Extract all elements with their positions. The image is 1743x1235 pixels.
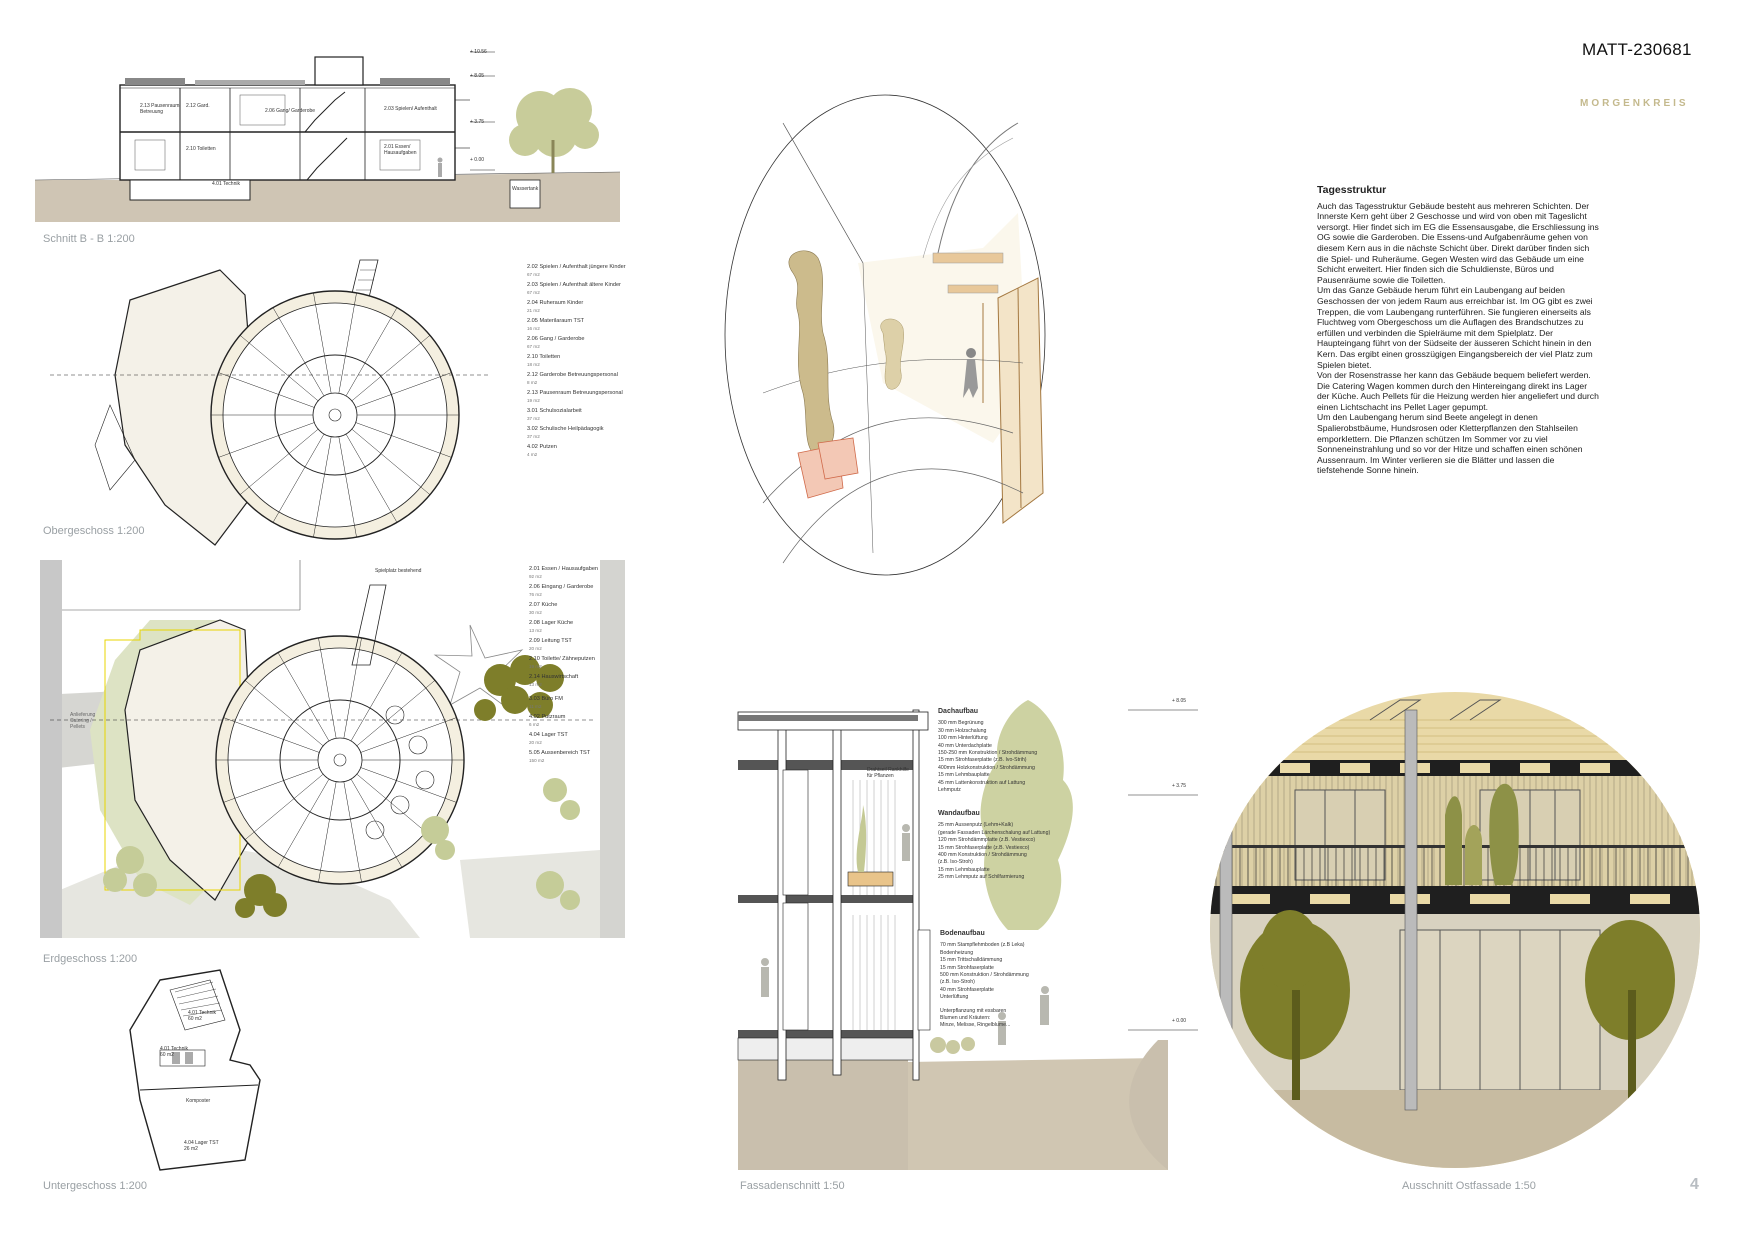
section-room-213: 2.13 Pausenraum Betreuung	[140, 103, 180, 115]
facade-level-eg: + 0.00	[1172, 1018, 1187, 1024]
paragraph-3: Von der Rosenstrasse her kann das Gebäud…	[1317, 370, 1599, 412]
section-room-401: 4.01 Technik	[212, 181, 240, 187]
paragraph-1: Auch das Tagesstruktur Gebäude besteht a…	[1317, 200, 1599, 285]
caption-upper-floor: Obergeschoss 1:200	[43, 525, 145, 537]
description-text: Tagesstruktur Auch das Tagesstruktur Geb…	[1317, 185, 1601, 476]
level-eg: + 0.00	[470, 157, 485, 163]
delivery-label: Anlieferung Catering / Pellets	[70, 712, 96, 730]
basement-compost: Komposter	[186, 1098, 211, 1104]
caption-east-facade: Ausschnitt Ostfassade 1:50	[1402, 1180, 1536, 1192]
roof-layers: Dachaufbau 300 mm Begrünung 30 mm Holzsc…	[938, 708, 1078, 794]
upper-floor-plan	[50, 259, 490, 546]
section-room-212: 2.12 Gard.	[186, 103, 210, 109]
roof-title: Dachaufbau	[938, 708, 979, 715]
level-roof: + 8.05	[470, 73, 485, 79]
playground-label: Spielplatz bestehend	[375, 568, 422, 574]
caption-basement: Untergeschoss 1:200	[43, 1180, 147, 1192]
paragraph-2: Um das Ganze Gebäude herum führt ein Lau…	[1317, 285, 1593, 370]
section-room-201: 2.01 Essen/ Hausaufgaben	[384, 144, 417, 156]
level-top: + 10.56	[470, 49, 487, 55]
caption-facade-section: Fassadenschnitt 1:50	[740, 1180, 845, 1192]
section-room-210: 2.10 Toiletten	[186, 146, 216, 152]
project-name: MORGENKREIS	[1580, 98, 1689, 109]
floor-title: Bodenaufbau	[940, 930, 985, 937]
interior-sketch	[724, 94, 1046, 576]
section-drawing	[34, 51, 621, 222]
room-entry: 2.02 Spielen / Aufenthalt jüngere Kinder…	[527, 264, 626, 277]
basement-plan	[129, 969, 261, 1171]
floor-layers: Bodenaufbau 70 mm Stampflehmboden (z.B L…	[940, 930, 1080, 1030]
ground-floor-plan	[40, 560, 625, 938]
description-title: Tagesstruktur	[1317, 184, 1387, 196]
wire-label: Drahtseil Rankhilfe für Pflanzen	[867, 767, 909, 779]
page-number: 4	[1690, 1176, 1699, 1193]
paragraph-4: Um den Laubengang herum sind Beete angel…	[1317, 412, 1583, 476]
level-og: + 3.75	[470, 119, 485, 125]
upper-floor-room-list: 2.02 Spielen / Aufenthalt jüngere Kinder…	[527, 264, 647, 462]
east-facade-drawing	[1210, 692, 1700, 1168]
section-room-203: 2.03 Spielen/ Aufenthalt	[384, 106, 437, 112]
facade-level-og: + 3.75	[1172, 783, 1187, 789]
facade-section-drawing	[737, 700, 1198, 1170]
facade-level-roof: + 8.05	[1172, 698, 1187, 704]
project-code: MATT-230681	[1582, 40, 1692, 59]
section-well: Wassertank	[512, 186, 539, 192]
wall-title: Wandaufbau	[938, 810, 980, 817]
caption-ground-floor: Erdgeschoss 1:200	[43, 953, 138, 965]
caption-section: Schnitt B - B 1:200	[43, 233, 135, 245]
wall-layers: Wandaufbau 25 mm Aussenputz (Lehm+Kalk) …	[938, 810, 1078, 882]
section-room-206: 2.06 Gang/ Garderobe	[265, 108, 316, 114]
